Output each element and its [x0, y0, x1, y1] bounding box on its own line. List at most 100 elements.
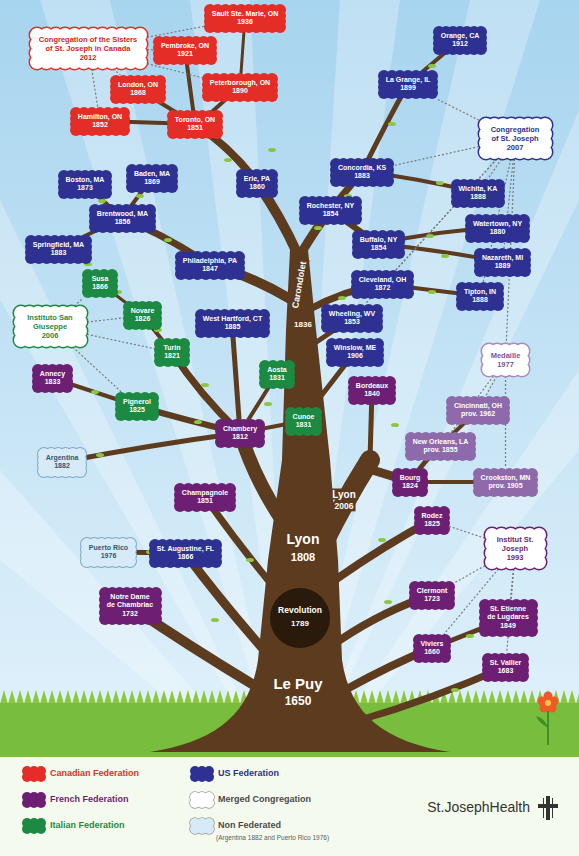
cloud-fill — [123, 301, 162, 330]
cloud-puff — [473, 479, 485, 491]
cloud-puff — [348, 387, 360, 399]
place-name: Peterborough, ON — [209, 79, 271, 87]
cloud-fill — [99, 587, 162, 625]
cloud-puff — [204, 798, 214, 808]
legend-text: US Federation — [218, 769, 279, 779]
cloud-text: Baden, MA1869 — [133, 170, 171, 187]
cloud-fill — [348, 376, 396, 405]
cloud-puff — [124, 549, 136, 561]
place-name: Wheeling, WV — [328, 310, 376, 318]
place-name: Annecy — [39, 370, 66, 378]
cloud-puff — [464, 443, 476, 455]
cloud-text: Medaille1977 — [490, 351, 521, 369]
cloud-fill — [351, 270, 414, 299]
cloud-text: West Hartford, CT1885 — [202, 315, 263, 332]
founding-year: 1683 — [489, 667, 522, 675]
merger-link — [455, 566, 485, 583]
cloud-text: Instituto San Giuseppe2006 — [22, 313, 78, 340]
place-name: Tipton, IN — [463, 288, 497, 296]
cloud-puff — [195, 320, 207, 332]
cloud-puff — [154, 349, 166, 361]
founding-year: 1977 — [490, 360, 521, 369]
cloud-fill — [473, 468, 538, 497]
cloud-puff — [153, 47, 165, 59]
place-name: Hamilton, ON — [77, 113, 123, 121]
cloud-puff — [259, 371, 271, 383]
legend-ground — [0, 757, 579, 856]
founding-year: 1883 — [32, 249, 85, 257]
place-name: Medaille — [490, 351, 521, 360]
cloud-fill — [190, 792, 214, 808]
congregation-cloud: Hamilton, ON1852 — [70, 107, 130, 136]
congregation-cloud: La Grange, IL1899 — [378, 70, 438, 99]
cloud-puff — [174, 494, 186, 506]
legend-item: Non Federated — [190, 818, 350, 834]
logo-cross-line — [552, 798, 553, 818]
cloud-puff — [204, 15, 216, 27]
cloud-fill — [202, 73, 278, 102]
root-year: 1650 — [283, 695, 314, 708]
congregation-cloud: Annecy1833 — [32, 364, 73, 393]
cloud-puff — [215, 430, 227, 442]
founding-year: 2012 — [38, 53, 138, 62]
congregation-cloud: Rochester, NY1854 — [299, 196, 362, 225]
cloud-fill — [195, 309, 270, 338]
congregation-cloud: St. Augustine, FL1866 — [149, 539, 222, 568]
cloud-text: Wheeling, WV1853 — [328, 310, 376, 327]
cloud-puff — [475, 37, 487, 49]
cloud-text: Pembroke, ON1921 — [160, 42, 210, 59]
place-name: Susa — [91, 275, 109, 283]
cloud-fill — [479, 599, 538, 637]
cloud-puff — [416, 479, 428, 491]
legend-swatch — [22, 792, 46, 808]
cloud-puff — [382, 169, 394, 181]
cloud-text: Wichita, KA1888 — [458, 185, 498, 202]
cloud-puff — [372, 349, 384, 361]
cloud-fill — [204, 4, 286, 33]
place-name: La Grange, IL — [385, 76, 431, 84]
cloud-text: Novare1826 — [130, 307, 155, 324]
cloud-puff — [233, 262, 245, 274]
cloud-text: Cincinnati, OHprov. 1962 — [453, 402, 503, 419]
cloud-puff — [58, 181, 70, 193]
founding-year: 1885 — [202, 323, 263, 331]
place-name: Brentwood, MA — [96, 210, 149, 218]
cloud-text: Susa1866 — [91, 275, 109, 292]
tree-branch — [100, 17, 245, 315]
legend-item: US Federation — [190, 766, 350, 782]
cloud-text: Brentwood, MA1856 — [96, 210, 149, 227]
cloud-puff — [178, 349, 190, 361]
congregation-cloud: Pembroke, ON1921 — [153, 36, 217, 65]
cloud-puff — [384, 387, 396, 399]
place-name: Novare — [130, 307, 155, 315]
root-name: Le Puy — [271, 676, 324, 693]
cloud-puff — [175, 262, 187, 274]
branch-name: Carondolet — [291, 259, 310, 311]
legend-text: Canadian Federation — [50, 769, 139, 779]
cloud-puff — [465, 225, 477, 237]
merger-link — [87, 334, 154, 348]
congregation-cloud: Champagnole1851 — [174, 483, 236, 512]
flower-petal — [538, 697, 547, 706]
founding-year: 1851 — [174, 124, 216, 132]
cloud-puff — [253, 430, 265, 442]
cloud-fill — [479, 118, 552, 159]
cloud-puff — [32, 375, 44, 387]
place-name: Bordeaux — [355, 382, 389, 390]
cloud-puff — [202, 84, 214, 96]
cloud-fill — [326, 338, 384, 367]
cloud-text: Winslow, ME1906 — [333, 344, 377, 361]
cloud-puff — [36, 772, 46, 782]
cloud-text: Erie, PA1860 — [243, 175, 271, 192]
cloud-puff — [73, 324, 87, 338]
founding-year: 1853 — [328, 318, 376, 326]
cloud-outline — [485, 528, 546, 569]
cloud-puff — [133, 46, 147, 60]
cloud-fill — [259, 360, 295, 389]
cloud-fill — [38, 448, 86, 477]
congregation-cloud: St. Vallier1683 — [482, 653, 529, 682]
cloud-puff — [61, 375, 73, 387]
congregation-cloud: Argentina1882 — [38, 448, 86, 477]
flower-center — [545, 700, 551, 706]
founding-year: 1840 — [355, 390, 389, 398]
